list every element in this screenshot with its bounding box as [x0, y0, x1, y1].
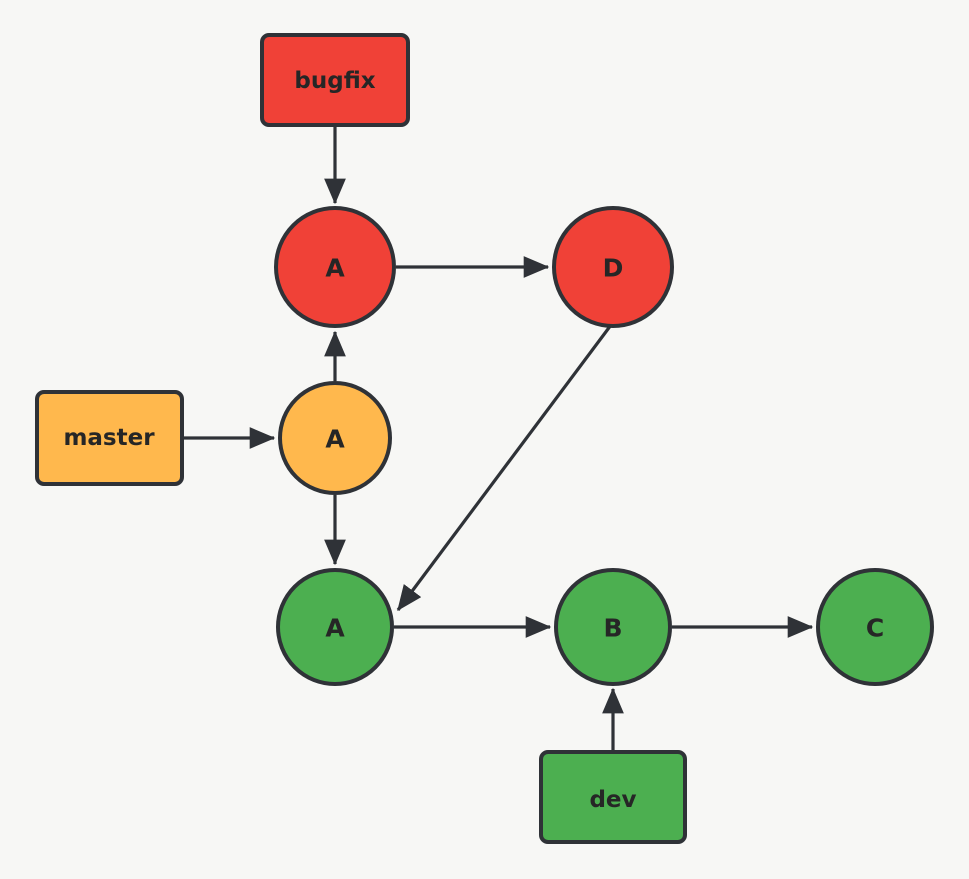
branch-bugfix-box[interactable] [260, 33, 410, 127]
commit-a-orange-circle[interactable] [278, 381, 392, 495]
commit-a-green[interactable]: A [276, 568, 394, 686]
commit-a-green-circle[interactable] [276, 568, 394, 686]
commit-d[interactable]: D [552, 206, 674, 328]
commit-b-circle[interactable] [554, 568, 672, 686]
commit-c[interactable]: C [816, 568, 934, 686]
commit-a-red[interactable]: A [274, 206, 396, 328]
branch-master[interactable]: master [35, 390, 184, 486]
commit-c-circle[interactable] [816, 568, 934, 686]
commit-a-red-circle[interactable] [274, 206, 396, 328]
branch-bugfix[interactable]: bugfix [260, 33, 410, 127]
branch-master-box[interactable] [35, 390, 184, 486]
edge-commit-d-to-commit-a-green [396, 324, 613, 612]
commit-d-circle[interactable] [552, 206, 674, 328]
edges-layer [182, 125, 814, 752]
branch-dev-box[interactable] [539, 750, 687, 844]
branch-dev[interactable]: dev [539, 750, 687, 844]
commit-b[interactable]: B [554, 568, 672, 686]
commit-a-orange[interactable]: A [278, 381, 392, 495]
